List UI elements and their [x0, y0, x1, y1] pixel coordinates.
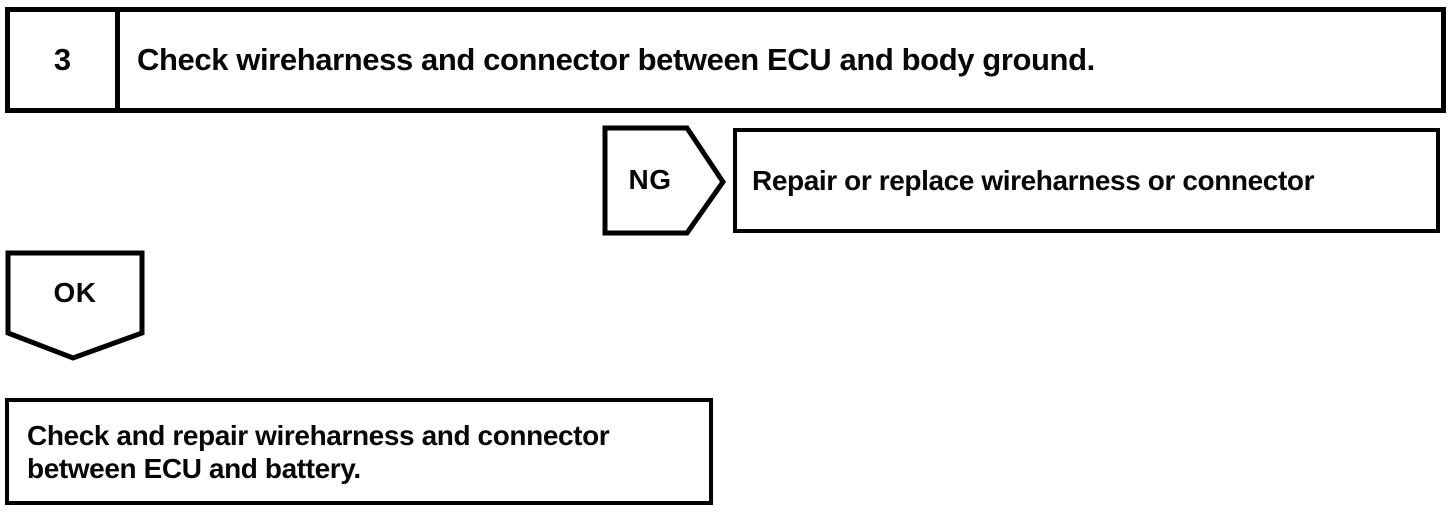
ng-action-box: Repair or replace wireharness or connect…: [733, 128, 1440, 233]
ok-arrow-icon: [5, 250, 145, 361]
next-step-box: Check and repair wireharness and connect…: [5, 398, 713, 505]
step-number: 3: [10, 12, 120, 108]
ok-branch-label: OK: [53, 276, 97, 308]
ng-branch-label: NG: [628, 164, 672, 195]
next-step-instruction: Check and repair wireharness and connect…: [27, 419, 610, 484]
ng-arrow-icon: [602, 125, 727, 236]
step-instruction: Check wireharness and connector between …: [137, 42, 1095, 77]
step-box: 3 Check wireharness and connector betwee…: [5, 7, 1446, 113]
